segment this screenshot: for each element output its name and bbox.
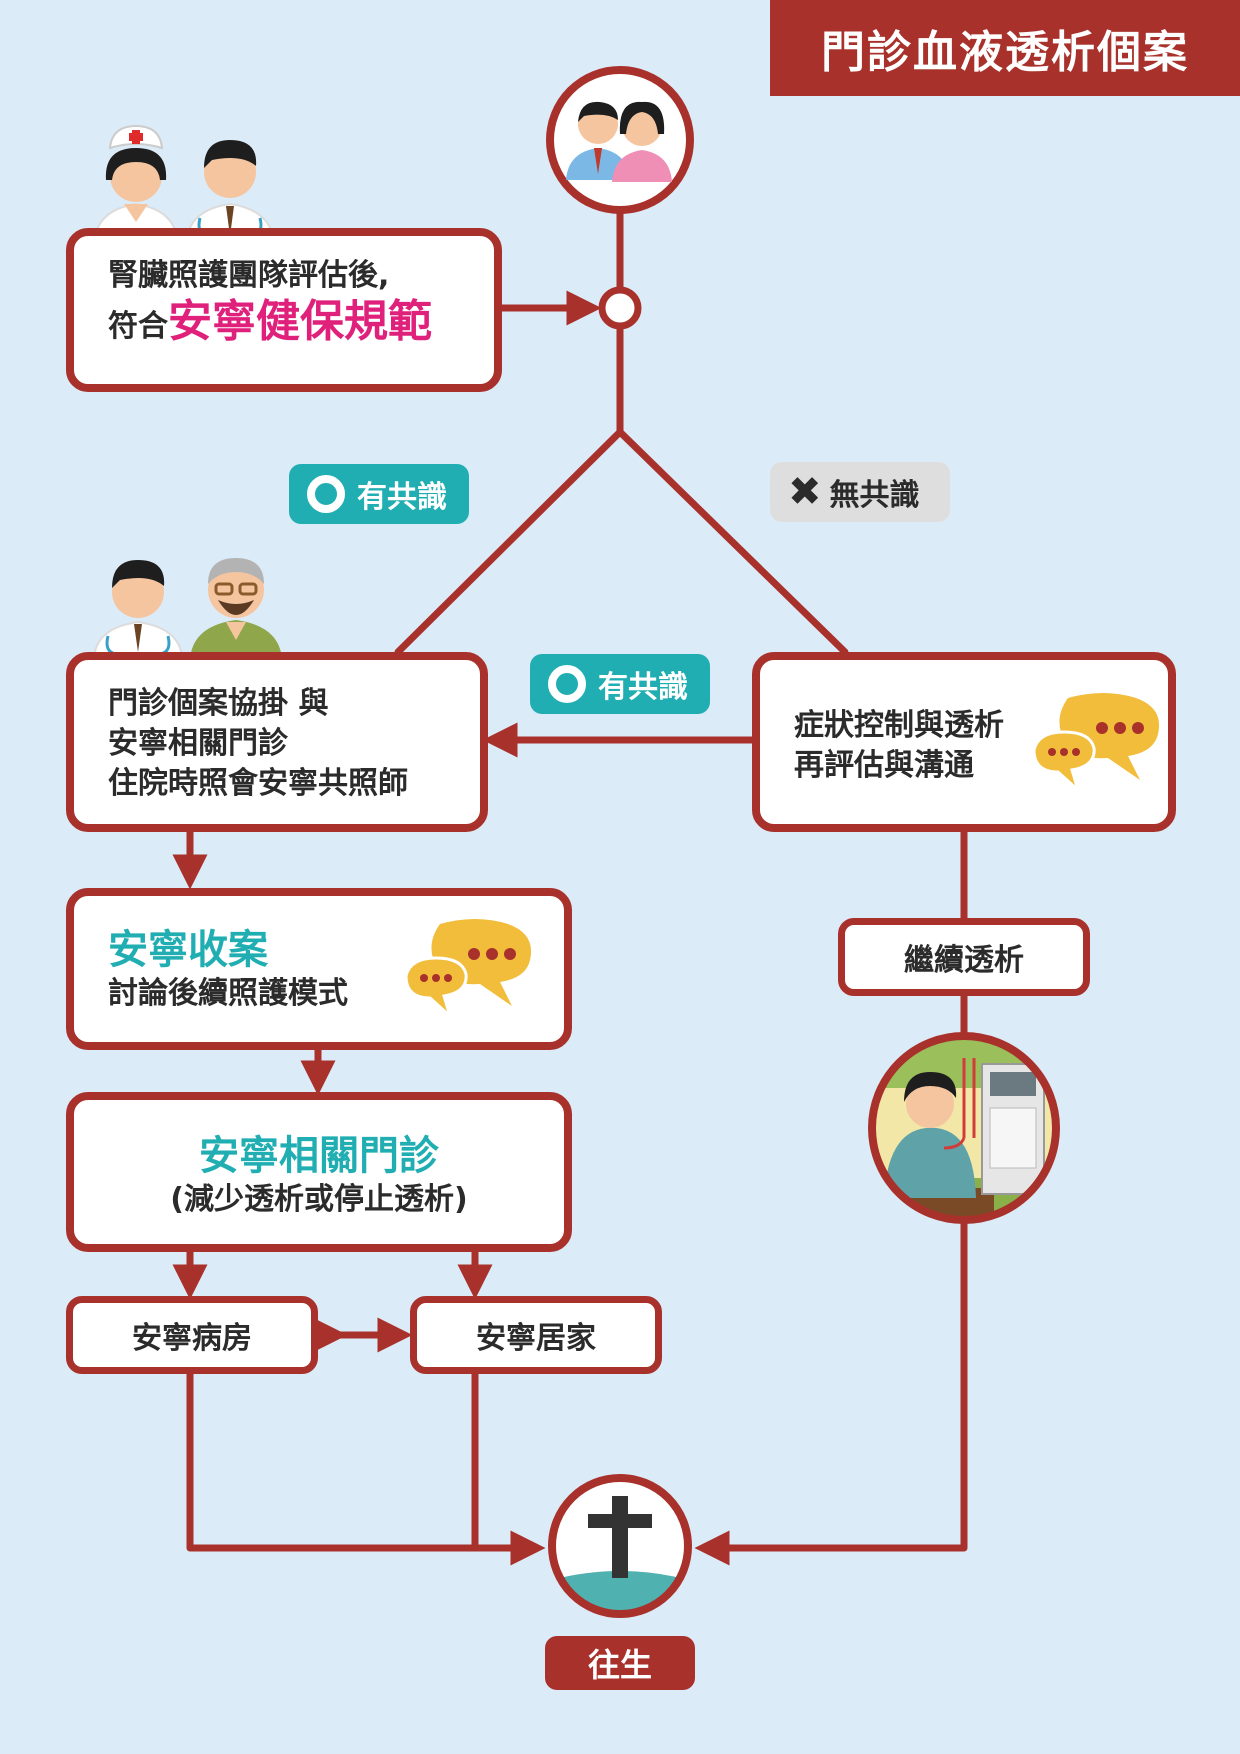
chat-bubbles-icon: [1028, 690, 1164, 800]
symptom-line1: 症狀控制與透析: [794, 708, 1004, 743]
death-label: 往生: [545, 1636, 695, 1690]
consensus-yes-label: 有共識: [357, 480, 447, 515]
circle-check-icon: [548, 665, 586, 703]
consensus-no-label: 無共識: [829, 478, 920, 513]
elderly-patient-icon: [186, 544, 286, 662]
dialysis-patient-icon: [864, 1028, 1064, 1228]
consensus-yes-label-2: 有共識: [598, 670, 688, 705]
symptom-reassessment-box: 症狀控制與透析 再評估與溝通: [752, 652, 1176, 832]
nurse-icon: [90, 118, 182, 246]
consensus-yes-badge-2: 有共識: [530, 654, 710, 714]
assessment-box: 腎臟照護團隊評估後, 符合安寧健保規範: [66, 228, 502, 392]
assessment-line2: 符合安寧健保規範: [108, 300, 494, 347]
hospice-criteria-highlight: 安寧健保規範: [168, 296, 432, 347]
chat-bubbles-icon: [400, 916, 536, 1026]
assessment-line1: 腎臟照護團隊評估後,: [108, 258, 390, 293]
family-icon: [544, 64, 696, 216]
assessment-prefix: 符合: [108, 309, 168, 344]
hospice-clinic-title: 安寧相關門診: [199, 1133, 439, 1179]
consensus-no-badge: ✖ 無共識: [770, 462, 950, 522]
x-icon: ✖: [788, 469, 822, 515]
circle-check-icon: [307, 475, 345, 513]
outpatient-referral-box: 門診個案協掛 與 安寧相關門診 住院時照會安寧共照師: [66, 652, 488, 832]
consensus-yes-badge: 有共識: [289, 464, 469, 524]
admission-title: 安寧收案: [108, 927, 268, 973]
doctor-icon: [90, 548, 186, 660]
hospice-ward-box: 安寧病房: [66, 1296, 318, 1374]
hospice-clinic-subtitle: (減少透析或停止透析): [170, 1182, 468, 1217]
hospice-home-box: 安寧居家: [410, 1296, 662, 1374]
doctor-icon: [182, 118, 278, 246]
symptom-line2: 再評估與溝通: [794, 748, 974, 783]
outpatient-line1: 門診個案協掛 與: [108, 686, 329, 721]
continue-dialysis-box: 繼續透析: [838, 918, 1090, 996]
cross-grave-icon: [544, 1470, 696, 1622]
outpatient-line3: 住院時照會安寧共照師: [108, 766, 408, 801]
page-title: 門診血液透析個案: [770, 0, 1240, 96]
admission-subtitle: 討論後續照護模式: [108, 976, 348, 1011]
outpatient-line2: 安寧相關門診: [108, 726, 288, 761]
hospice-clinic-box: 安寧相關門診 (減少透析或停止透析): [66, 1092, 572, 1252]
